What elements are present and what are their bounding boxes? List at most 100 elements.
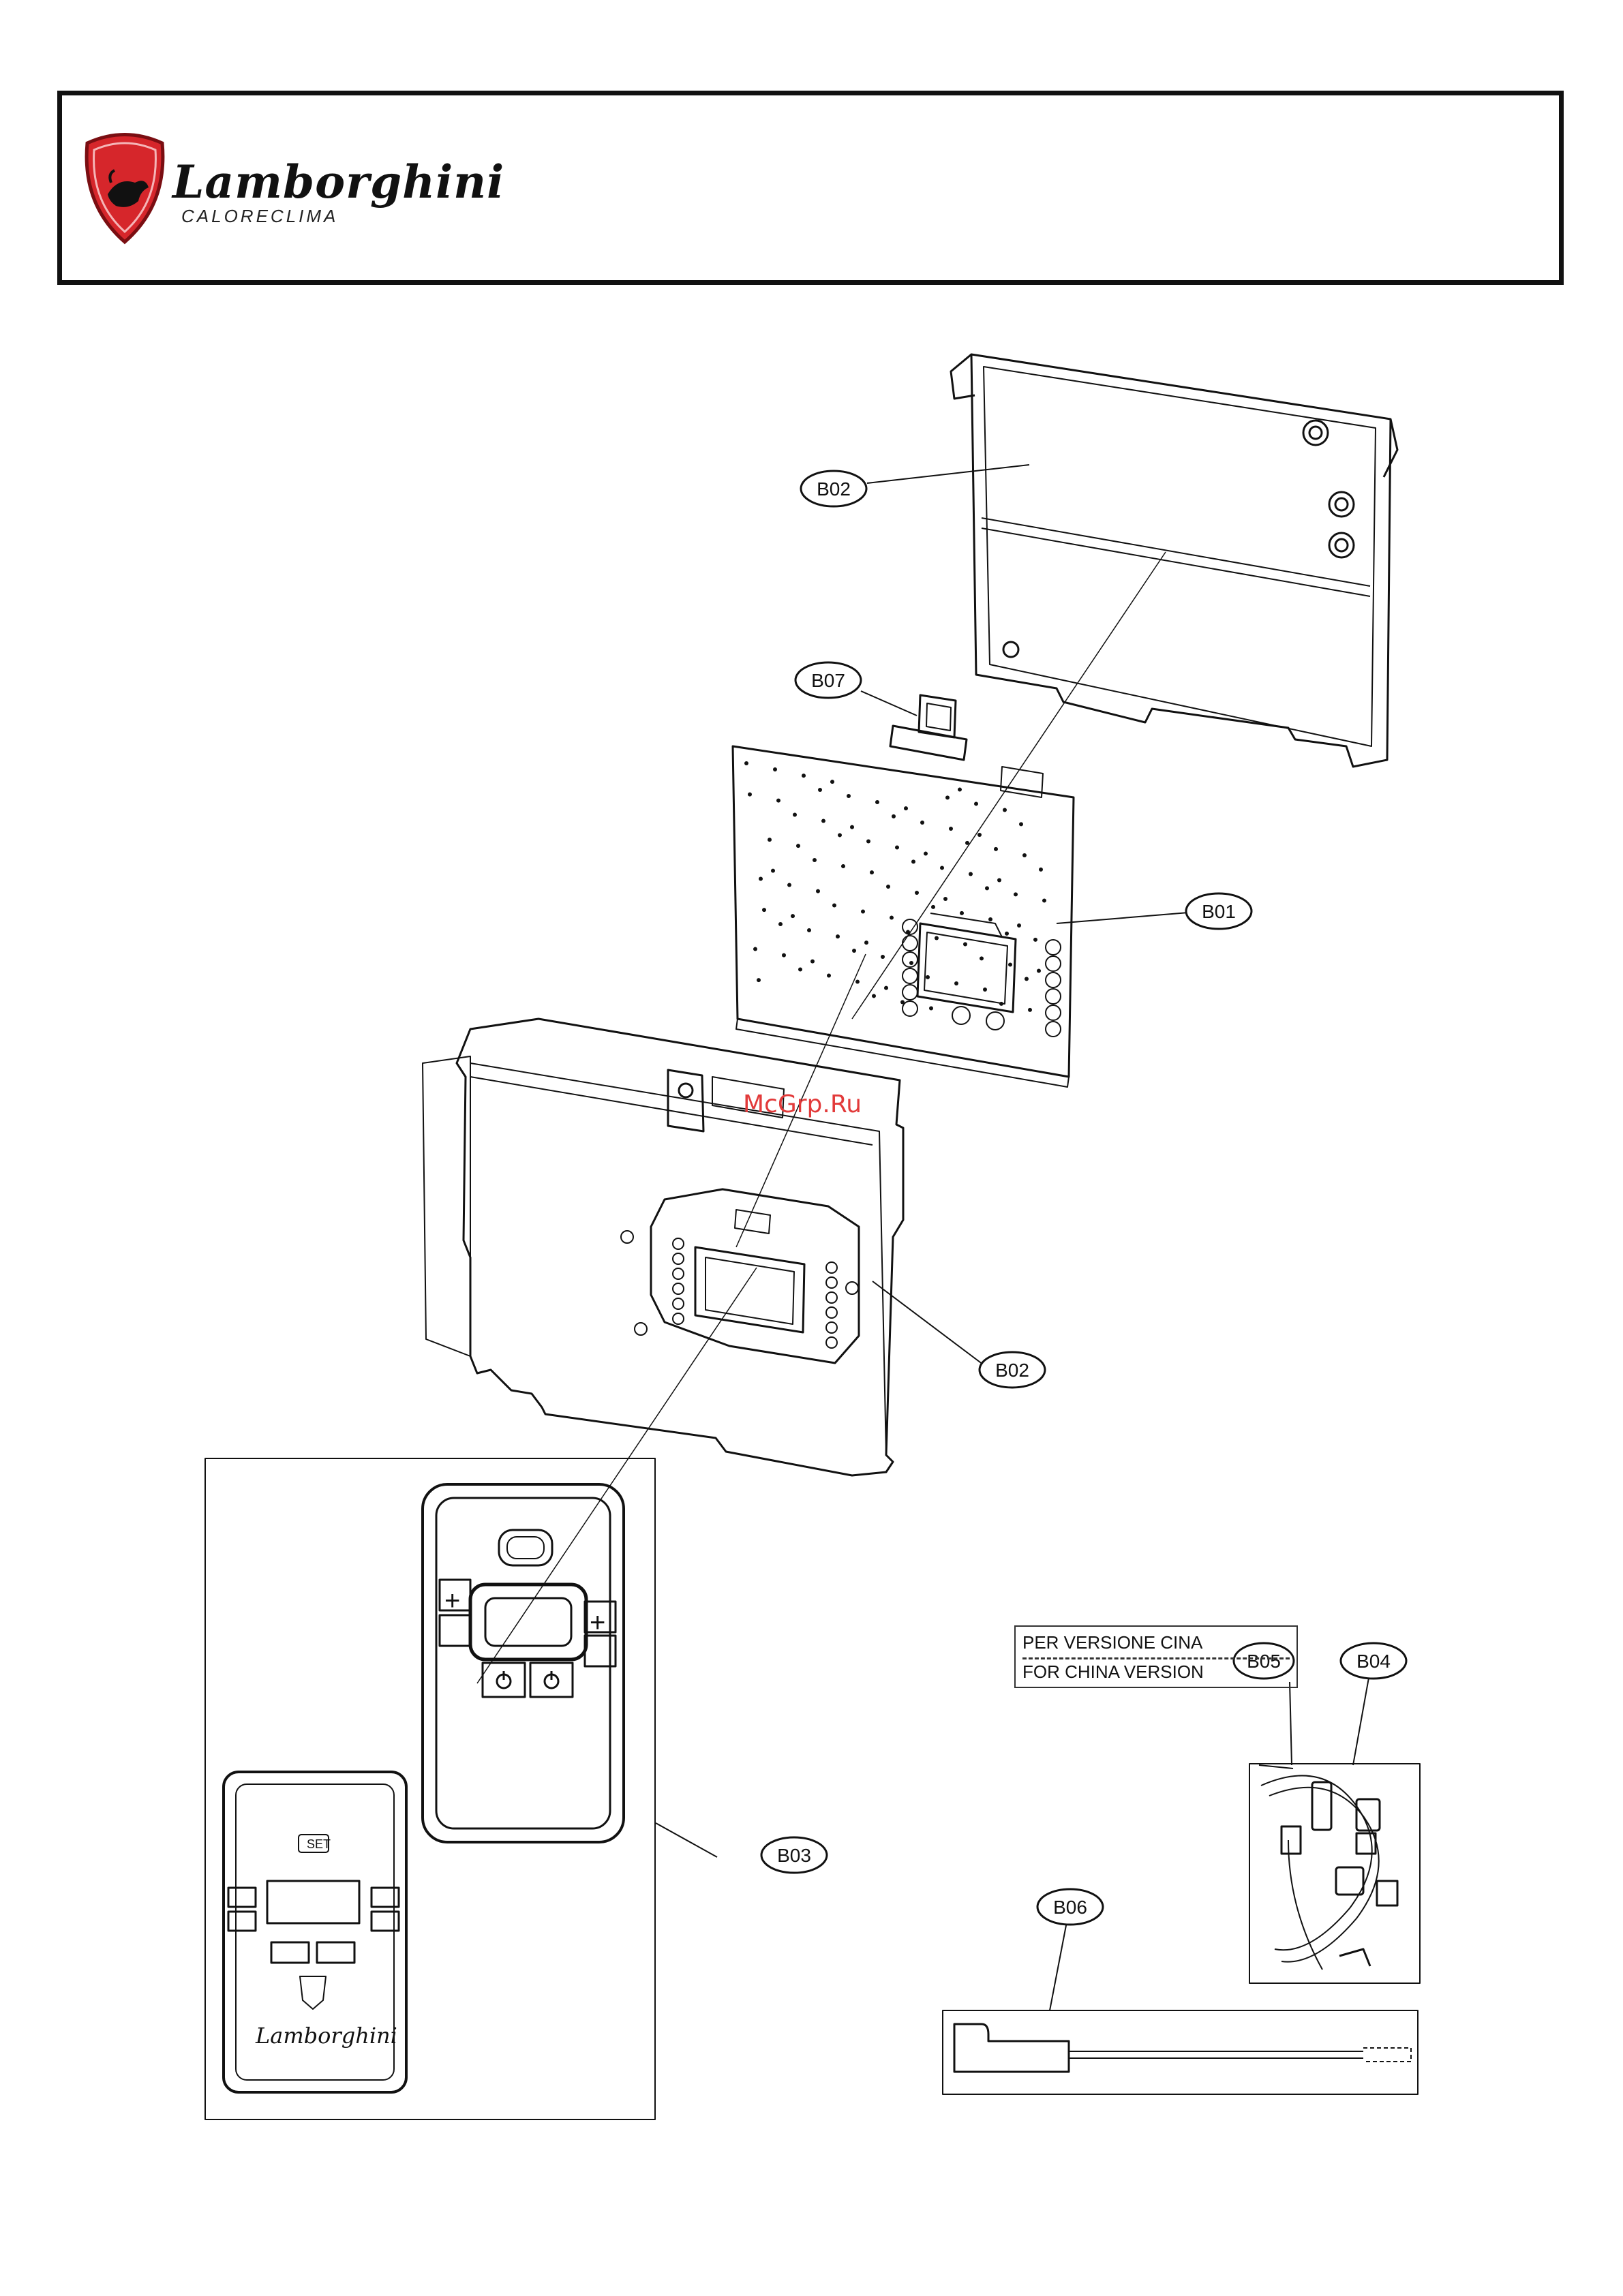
pad — [827, 974, 831, 978]
plus-icon: + — [444, 1586, 460, 1616]
svg-text:B02: B02 — [995, 1360, 1029, 1381]
pad — [841, 864, 845, 868]
main-pcb — [733, 746, 1074, 1087]
callout-b07: B07 — [795, 662, 861, 698]
pad — [943, 897, 947, 901]
pad — [1046, 1005, 1061, 1020]
pad — [773, 767, 777, 771]
pad — [902, 936, 917, 951]
pad — [782, 953, 786, 958]
pad — [1046, 940, 1061, 955]
pad — [945, 795, 950, 799]
pad — [852, 949, 856, 953]
pad — [796, 844, 800, 848]
pad — [791, 914, 795, 918]
pad — [821, 819, 825, 823]
pad — [884, 986, 888, 990]
pad — [915, 891, 919, 895]
pad — [748, 793, 752, 797]
pad — [802, 774, 806, 778]
svg-text:B04: B04 — [1356, 1651, 1391, 1672]
pad — [931, 905, 935, 909]
pad — [861, 910, 865, 914]
svg-text:B06: B06 — [1053, 1897, 1087, 1918]
rear-cover — [951, 354, 1397, 767]
pad — [818, 788, 822, 792]
pad — [830, 780, 834, 784]
pad — [866, 839, 870, 843]
pad — [875, 800, 879, 804]
pad — [902, 985, 917, 1000]
pad — [1046, 973, 1061, 988]
pad — [1014, 892, 1018, 896]
pad — [1017, 923, 1021, 928]
temperature-probe — [943, 2010, 1418, 2094]
pad — [798, 967, 802, 971]
pad — [954, 981, 958, 985]
pad — [753, 947, 757, 951]
watermark: McGrp.Ru — [743, 1090, 862, 1118]
pad — [813, 858, 817, 862]
pad — [960, 911, 964, 915]
pad — [807, 928, 811, 932]
pad — [1003, 808, 1007, 812]
power-icon — [497, 1671, 558, 1688]
callout-b04: B04 — [1341, 1643, 1406, 1679]
pad — [1046, 956, 1061, 971]
pad — [1028, 1008, 1032, 1012]
pad — [1005, 932, 1009, 936]
pad — [926, 975, 930, 979]
pad — [673, 1268, 684, 1279]
pad — [997, 878, 1001, 883]
pad — [986, 1012, 1004, 1030]
pad — [826, 1322, 837, 1333]
pad — [1046, 989, 1061, 1004]
pad — [768, 838, 772, 842]
front-panel-box — [205, 1458, 655, 2119]
panel-set-label: SET — [307, 1837, 331, 1851]
pad — [983, 988, 987, 992]
pad — [673, 1313, 684, 1324]
pad — [909, 961, 913, 965]
cable-harness — [1249, 1764, 1420, 1983]
pad — [847, 794, 851, 798]
pad — [757, 978, 761, 982]
pad — [881, 955, 885, 959]
pad — [826, 1292, 837, 1303]
pad — [759, 877, 763, 881]
pad — [673, 1238, 684, 1249]
pad — [902, 952, 917, 967]
pad — [832, 903, 836, 907]
pad — [988, 917, 992, 921]
pad — [904, 806, 908, 810]
plus-icon: + — [590, 1608, 605, 1638]
pad — [776, 799, 780, 803]
pad — [836, 934, 840, 938]
pad — [963, 943, 967, 947]
callout-b02-top: B02 — [801, 471, 866, 506]
callout-b06: B06 — [1037, 1889, 1103, 1925]
panel-frame — [423, 1484, 624, 1842]
pad — [999, 1002, 1003, 1006]
pad — [1033, 938, 1037, 942]
pad — [1008, 962, 1012, 966]
pad — [920, 821, 924, 825]
pad — [826, 1307, 837, 1318]
pad — [890, 916, 894, 920]
note-line-italian: PER VERSIONE CINA — [1022, 1632, 1202, 1653]
pad — [958, 788, 962, 792]
pad — [994, 847, 998, 851]
svg-text:B03: B03 — [777, 1845, 811, 1866]
pad — [1046, 1022, 1061, 1037]
pad — [762, 908, 766, 912]
callout-b01: B01 — [1186, 893, 1252, 929]
pad — [816, 889, 820, 893]
pad — [850, 825, 854, 829]
svg-text:B02: B02 — [817, 478, 851, 500]
pad — [870, 870, 874, 874]
pad — [969, 872, 973, 876]
pad — [902, 1001, 917, 1016]
pad — [872, 994, 876, 998]
pad — [838, 833, 842, 837]
pad — [902, 968, 917, 983]
